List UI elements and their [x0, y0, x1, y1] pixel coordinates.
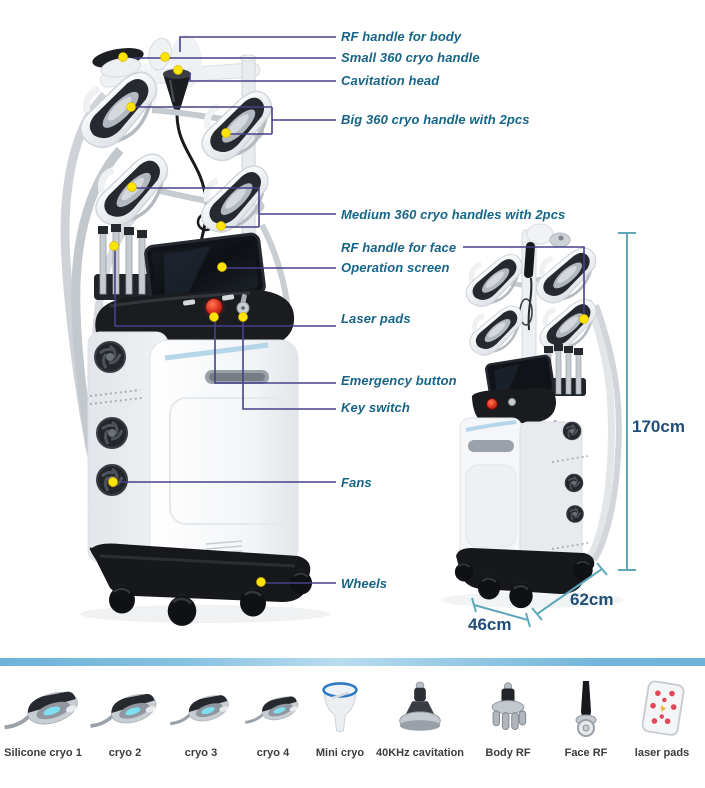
pull-handle: [468, 440, 514, 452]
fan: [93, 340, 127, 374]
face-rf-icon: [575, 681, 597, 737]
marker-dots: [108, 52, 589, 587]
fan: [95, 416, 129, 450]
small-cryo-handle: [92, 48, 144, 78]
fan: [565, 504, 585, 524]
cryo-handle-icon: [4, 691, 78, 730]
cryo-handle-icon: [244, 696, 299, 724]
cryo-handle-icon: [170, 695, 229, 726]
accessory-body-rf: Body RF: [468, 676, 548, 759]
machine-body: [87, 331, 299, 567]
mini-cryo-icon: [322, 682, 358, 733]
accessory-label: cryo 4: [256, 747, 290, 759]
base: [89, 543, 314, 628]
cavitation-head-icon: [399, 681, 441, 731]
dimension-lines: [471, 232, 636, 628]
dimension-height: 170cm: [632, 417, 685, 436]
accessory-label: cryo 2: [108, 747, 142, 759]
accessory-label: 40KHz cavitation: [375, 747, 465, 759]
callout-key-switch: Key switch: [341, 400, 410, 415]
machine-illustration: [60, 35, 636, 628]
callout-small-cryo-handle: Small 360 cryo handle: [341, 50, 480, 65]
floor-shadow: [80, 605, 330, 623]
dimension-width: 46cm: [468, 615, 512, 634]
accessory-label: laser pads: [634, 747, 690, 759]
callout-cavitation-head: Cavitation head: [341, 73, 440, 88]
callout-fans: Fans: [341, 475, 372, 490]
accessory-silicone-cryo-1: Silicone cryo 1: [0, 676, 86, 759]
accessory-label: cryo 3: [184, 747, 218, 759]
accessory-laser-pads: laser pads: [624, 676, 700, 759]
rear-view-machine: [455, 223, 622, 610]
accessory-cryo-4: cryo 4: [238, 676, 308, 759]
callout-wheels: Wheels: [341, 576, 388, 591]
accessory-label: Body RF: [485, 747, 531, 759]
callout-emergency-button: Emergency button: [341, 373, 457, 388]
emergency-button: [486, 398, 498, 410]
accessory-label: Face RF: [564, 747, 608, 759]
accessory-cryo-2: cryo 2: [86, 676, 164, 759]
rf-body-handle: [148, 37, 172, 71]
callout-medium-cryo-handle: Medium 360 cryo handles with 2pcs: [341, 207, 566, 222]
callout-big-cryo-handle: Big 360 cryo handle with 2pcs: [341, 112, 530, 127]
cryo-handle-icon: [90, 693, 157, 728]
body-rf-icon: [491, 682, 527, 730]
fan: [562, 421, 582, 441]
big-cryo-handle: [525, 237, 606, 311]
accessory-label: Silicone cryo 1: [4, 747, 82, 759]
fan: [564, 473, 584, 493]
vent-slats: [205, 540, 243, 560]
laser-pads-icon: [641, 680, 685, 736]
callout-laser-pads: Laser pads: [341, 311, 411, 326]
dimension-depth: 62cm: [570, 590, 614, 609]
accessory-mini-cryo: Mini cryo: [308, 676, 372, 759]
main-machine: [60, 35, 314, 628]
accessory-label: Mini cryo: [315, 747, 365, 759]
callout-rf-handle-body: RF handle for body: [341, 29, 462, 44]
big-cryo-handle: [188, 78, 286, 170]
callout-rf-handle-face: RF handle for face: [341, 240, 457, 255]
callout-operation-screen: Operation screen: [341, 260, 450, 275]
accessory-row: Silicone cryo 1 cryo 2: [0, 676, 705, 759]
section-divider: [0, 658, 705, 666]
vent-dots: [89, 389, 143, 405]
accessory-face-rf: Face RF: [548, 676, 624, 759]
accessory-cryo-3: cryo 3: [164, 676, 238, 759]
accessory-40khz-cavitation: 40KHz cavitation: [372, 676, 468, 759]
